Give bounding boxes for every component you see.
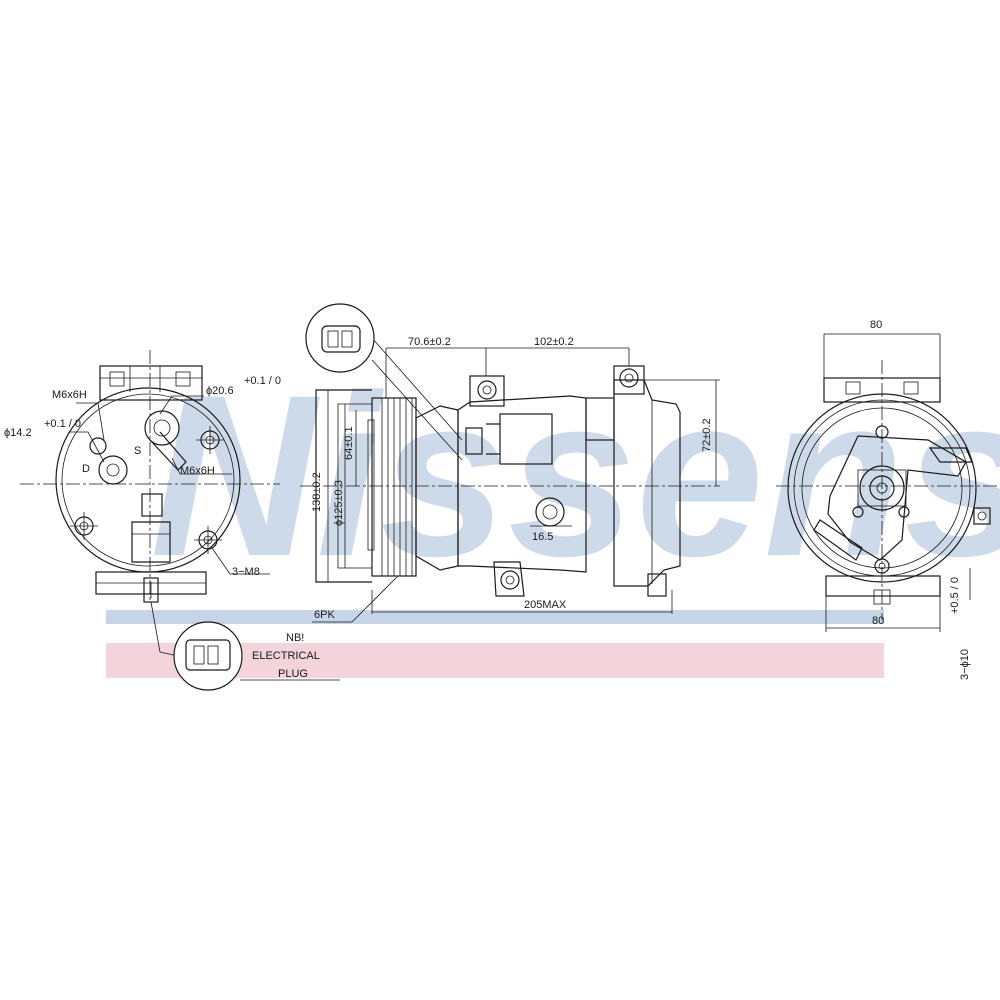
dim-102: 102±0.2: [534, 336, 574, 348]
plug-callout: [150, 601, 340, 691]
rear-view: [20, 350, 280, 603]
m6x6h-top-label: M6x6H: [52, 389, 87, 401]
dim-72: 72±0.2: [701, 418, 713, 452]
side-view: [300, 337, 720, 623]
phi206-label: ϕ20.6: [206, 385, 234, 397]
s-port-label: S: [134, 445, 141, 457]
phi142-tolerance: +0.1 / 0: [44, 418, 81, 430]
plug-nb-label: NB!: [286, 632, 304, 644]
dim-holes-tolerance: +0.5 / 0: [949, 577, 961, 614]
plug-electrical-label: ELECTRICAL: [252, 650, 320, 662]
front-view: [776, 333, 1000, 632]
dim-205: 205MAX: [524, 599, 567, 611]
dim-holes: 3−ϕ10: [959, 649, 971, 680]
dim-phi125: ϕ125±0.3: [333, 480, 345, 526]
d-port-label: D: [82, 463, 90, 475]
dim-64: 64±0.1: [343, 426, 355, 460]
blue-band: [106, 610, 884, 624]
dim-front-width-bottom: 80: [872, 615, 884, 627]
dim-138: 138±0.2: [311, 472, 323, 512]
m6x6h-mid-label: M6x6H: [180, 465, 215, 477]
plug-plug-label: PLUG: [278, 668, 308, 680]
phi142-label: ϕ14.2: [4, 427, 32, 439]
connector-magnifier: [305, 303, 375, 373]
dim-front-width-top: 80: [870, 319, 882, 331]
dim-70-6: 70.6±0.2: [408, 336, 451, 348]
dim-16-5: 16.5: [532, 531, 553, 543]
three-m8-label: 3−M8: [232, 566, 260, 578]
phi206-tolerance: +0.1 / 0: [244, 375, 281, 387]
belt-label: 6PK: [314, 609, 335, 621]
